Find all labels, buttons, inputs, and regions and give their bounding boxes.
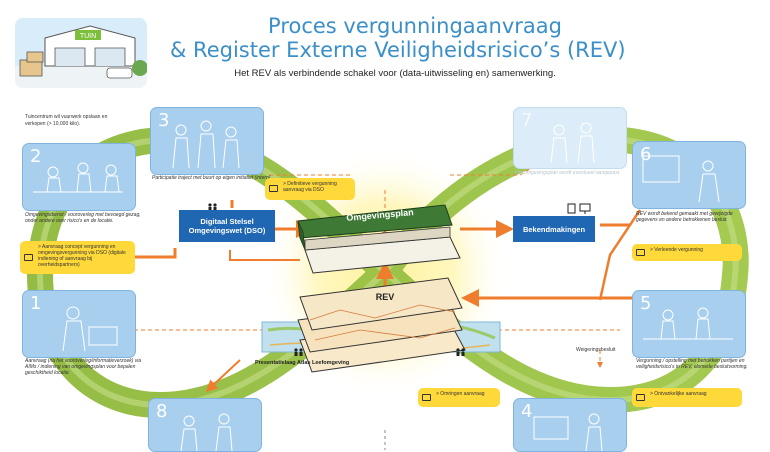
atlas-people-icon xyxy=(294,348,465,356)
step-2-caption: Omgevingsdienst / vooroverleg met bevoeg… xyxy=(25,212,141,225)
monitor-icon xyxy=(422,393,431,401)
title-line-1: Proces vergunningaanvraag xyxy=(268,14,562,38)
data-layers xyxy=(297,277,466,373)
step-5-caption: Vergunning / opstelling met betrokken pa… xyxy=(636,358,748,371)
monitor-icon xyxy=(24,253,33,261)
step-1-caption: Aanvraag (na het vooroverleg/informatiev… xyxy=(25,358,142,377)
step-4-panel: 4 xyxy=(513,398,627,452)
step-3-number: 3 xyxy=(158,110,170,131)
dso-label: Digitaal Stelsel Omgevingswet (DSO) xyxy=(188,217,266,235)
step-3-caption: Participatie traject met buurt op eigen … xyxy=(152,175,272,181)
granted-permit-text: > Verleende vergunning xyxy=(650,247,703,253)
subtitle: Het REV als verbindende schakel voor (da… xyxy=(234,68,556,79)
dso-box: Digitaal Stelsel Omgevingswet (DSO) xyxy=(179,210,275,242)
bekendmakingen-box: Bekendmakingen xyxy=(513,216,595,242)
step-6-caption: REV wordt bekend gemaakt met gewijzigde … xyxy=(636,211,733,224)
bekendmaking-icons xyxy=(567,203,591,214)
step-4-number: 4 xyxy=(521,401,533,422)
step-7-panel: 7 xyxy=(513,107,627,169)
monitor-icon xyxy=(269,185,278,192)
step-7-number: 7 xyxy=(521,110,533,131)
definitive-application-box: > Definitieve vergunning aanvraag via DS… xyxy=(265,178,355,200)
weigering-label: Weigeringsbesluit xyxy=(576,347,616,353)
definitive-application-text: > Definitieve vergunning aanvraag via DS… xyxy=(283,181,337,193)
admissible-application-box: > Ontvankelijke aanvraag xyxy=(632,388,742,407)
surrounding-application-text: > Omringen aanvraag xyxy=(436,391,485,397)
step-1-number: 1 xyxy=(30,293,42,314)
step-3-panel: 3 xyxy=(150,107,264,175)
admissible-application-text: > Ontvankelijke aanvraag xyxy=(650,391,707,397)
monitor-icon xyxy=(636,393,645,401)
step-6-panel: 6 xyxy=(632,141,746,209)
step-2-number: 2 xyxy=(30,146,42,167)
step-8-panel: 8 xyxy=(148,398,262,452)
bekendmakingen-label: Bekendmakingen xyxy=(522,224,586,234)
rev-label: REV xyxy=(375,292,395,302)
shop-sign: TUIN xyxy=(80,33,96,40)
step-1-panel: 1 xyxy=(22,290,136,358)
concept-application-box: > Aanvraag concept vergunning en omgevin… xyxy=(20,241,135,274)
concept-application-text: > Aanvraag concept vergunning en omgevin… xyxy=(38,244,126,268)
step-2-panel: 2 xyxy=(22,143,136,211)
step-8-number: 8 xyxy=(156,401,168,422)
intro-text: Tuincentrum wil vuurwerk opslaan en verk… xyxy=(25,114,108,127)
step-6-number: 6 xyxy=(640,144,652,165)
monitor-icon xyxy=(636,248,645,256)
dso-people-icon xyxy=(208,203,217,211)
garden-centre-illustration: TUIN xyxy=(15,18,147,88)
omgevingsplan-book xyxy=(297,204,461,274)
granted-permit-box: > Verleende vergunning xyxy=(632,244,742,261)
atlas-label: Presentatielaag Atlas Leefomgeving xyxy=(255,360,350,366)
surrounding-application-box: > Omringen aanvraag xyxy=(418,388,500,407)
step-5-number: 5 xyxy=(640,293,652,314)
title-line-2: & Register Externe Veiligheidsrisico’s (… xyxy=(170,38,626,62)
step-5-panel: 5 xyxy=(632,290,746,358)
step-7-caption: Het omgevingsplan wordt eventueel aangep… xyxy=(515,170,621,176)
